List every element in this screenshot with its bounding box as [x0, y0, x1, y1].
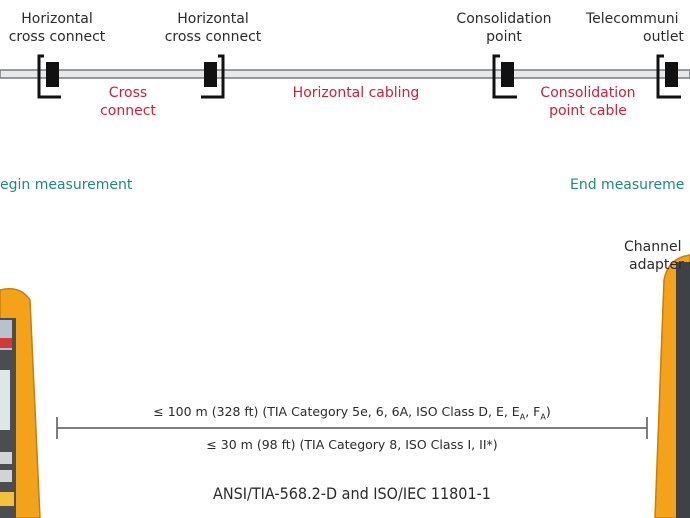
tester-left	[0, 288, 41, 518]
connector-horizontal-cross-connect-2	[201, 54, 225, 99]
label-horizontal-cross-connect-2: Horizontal cross connect	[159, 10, 267, 46]
subscript: A	[540, 412, 546, 422]
label-horizontal-cabling: Horizontal cabling	[292, 85, 420, 101]
label-line: adapter	[629, 257, 684, 273]
label-line: Consolidation	[540, 85, 636, 101]
label-horizontal-cross-connect-1: Horizontal cross connect	[3, 10, 111, 46]
label-line: Channel	[624, 239, 682, 255]
label-line: cross connect	[8, 29, 106, 45]
limit-text-line2: ≤ 30 m (98 ft) (TIA Category 8, ISO Clas…	[206, 437, 498, 452]
label-line: point	[486, 29, 522, 45]
label-channel-adapter: Channel adapter	[624, 238, 690, 274]
label-cross-connect: Cross connect	[88, 84, 168, 120]
label-line: connect	[100, 103, 156, 119]
dimension-line	[56, 417, 648, 439]
cable-line	[0, 69, 690, 79]
label-line: Horizontal	[21, 11, 93, 27]
subscript: A	[519, 412, 526, 422]
label-line: Telecommuni	[586, 11, 679, 27]
label-telecom-outlet: Telecommuni outlet	[586, 10, 690, 46]
label-begin-measurement: egin measurement	[0, 177, 133, 193]
connector-telecom-outlet	[656, 54, 681, 99]
label-line: outlet	[643, 29, 684, 45]
connector-consolidation-point	[492, 54, 517, 99]
limit-text-end: )	[545, 404, 551, 419]
limit-text-line1: ≤ 100 m (328 ft) (TIA Category 5e, 6, 6A…	[57, 404, 647, 422]
limit-text-mid: , F	[525, 404, 541, 419]
label-line: point cable	[549, 103, 627, 119]
standard-title: ANSI/TIA-568.2-D and ISO/IEC 11801-1	[213, 484, 491, 503]
label-line: cross connect	[164, 29, 262, 45]
label-consolidation-point-cable: Consolidation point cable	[528, 84, 648, 120]
connector-horizontal-cross-connect-1	[37, 54, 61, 99]
label-end-measurement: End measureme	[570, 177, 685, 193]
label-consolidation-point: Consolidation point	[448, 10, 560, 46]
label-line: Horizontal	[177, 11, 249, 27]
limit-text-main: ≤ 100 m (328 ft) (TIA Category 5e, 6, 6A…	[153, 404, 520, 419]
label-line: Cross	[108, 85, 148, 101]
label-line: Consolidation	[456, 11, 552, 27]
tester-right	[654, 254, 690, 518]
